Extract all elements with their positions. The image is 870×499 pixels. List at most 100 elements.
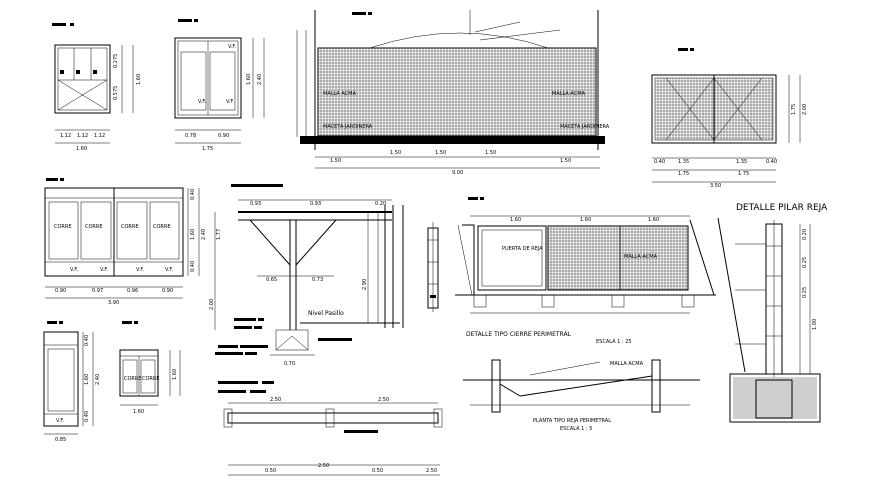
dim-w1-h2: 0.575 <box>113 86 119 100</box>
dim-w3-h2: 1.60 <box>190 229 196 240</box>
dim-w1-c: 1.12 <box>94 133 105 139</box>
top-jardinera-right: MACETA JARDINERA <box>560 124 610 130</box>
detalle-cierre-title: DETALLE TIPO CIERRE PERIMETRAL <box>466 331 572 338</box>
dim-gate-c: 1.35 <box>736 159 747 165</box>
perimeter-fence-elevation: MACETA JARDINERA MACETA JARDINERA MALLA … <box>296 10 610 176</box>
puerta-reja-label: PUERTA DE REJA <box>502 246 543 252</box>
w5-corredera-2: CORRE <box>142 376 160 382</box>
fence-mid-grid-mesh <box>548 226 688 290</box>
dim-top-d: 1.50 <box>485 150 496 156</box>
top-malla-2: MALLA ACMA <box>552 91 586 97</box>
dim-p-a: 0.20 <box>802 229 808 240</box>
dim-w3-c: 0.96 <box>127 288 138 294</box>
dim-top-e: 1.50 <box>560 158 571 164</box>
w4-vf: V.F. <box>56 418 64 424</box>
dim-c-e: 0.73 <box>312 277 323 283</box>
dim-w3-h4: 0.40 <box>190 261 196 272</box>
dim-c-top: 0.20 <box>375 201 386 207</box>
window-5-elevation: CORRE CORRE 1.60 1.60 <box>119 321 181 415</box>
dim-f-f: 2.50 <box>426 468 437 474</box>
top-malla-1: MALLA ACMA <box>323 91 357 97</box>
perimeter-fence-detail: PUERTA DE REJA MALLA ACMA 1.60 1.60 1.60… <box>455 197 716 345</box>
fence-plan: MALLA ACMA PLANTA TIPO REJA PERIMETRAL E… <box>463 359 700 432</box>
window-1-tag <box>52 23 66 26</box>
w2-vf-right: V.F. <box>226 99 234 105</box>
canopy-section: Nivel Pasillo 0.93 0.93 0.20 0.65 0.73 0… <box>209 184 404 367</box>
dim-w1-h1: 0.275 <box>113 54 119 68</box>
dim-w4-w: 0.85 <box>55 437 66 443</box>
dim-w3-h1: 0.40 <box>190 189 196 200</box>
dim-d-c: 1.60 <box>648 217 659 223</box>
top-jardinera-left: MACETA JARDINERA <box>323 124 373 130</box>
dim-gate-b: 1.35 <box>678 159 689 165</box>
window-3-elevation: CORRE CORRE CORRE CORRE V.F. V.F. V.F. V… <box>44 178 207 306</box>
planta-title: PLANTA TIPO REJA PERIMETRAL <box>533 418 611 424</box>
fence-top-grid-mesh <box>318 48 596 136</box>
w3-corredera-1: CORRE <box>54 224 72 230</box>
dim-w3-total: 3.90 <box>108 300 119 306</box>
w3-corredera-2: CORRE <box>85 224 103 230</box>
w3-corredera-4: CORRE <box>153 224 171 230</box>
w3-corredera-3: CORRE <box>121 224 139 230</box>
dim-w3-b: 0.97 <box>92 288 103 294</box>
dim-w2-a: 0.78 <box>185 133 196 139</box>
window-2-elevation: V.F. V.F. V.F. 0.78 0.90 1.75 1.60 2.40 <box>174 19 265 152</box>
dim-w1-total: 1.60 <box>76 146 87 152</box>
dim-w2-b: 0.90 <box>218 133 229 139</box>
nivel-pasillo-label: Nivel Pasillo <box>308 310 344 317</box>
dim-w2-total: 1.75 <box>202 146 213 152</box>
dim-f-a: 2.50 <box>270 397 281 403</box>
dim-top-total: 9.00 <box>452 170 463 176</box>
dim-p-b: 0.25 <box>802 257 808 268</box>
w3-vf-3: V.F. <box>136 267 144 273</box>
gate-elevation: 0.40 1.35 1.35 0.40 1.75 1.75 3.50 1.75 … <box>651 48 808 189</box>
dim-c-a: 0.93 <box>250 201 261 207</box>
dim-w1-h3: 1.60 <box>136 74 142 85</box>
dim-d-b: 1.60 <box>580 217 591 223</box>
dim-f-e: 0.50 <box>372 468 383 474</box>
post-detail <box>427 222 439 312</box>
detalle-pilar-title: DETALLE PILAR REJA <box>736 203 828 213</box>
dim-w3-a: 0.90 <box>55 288 66 294</box>
w3-vf-1: V.F. <box>70 267 78 273</box>
dim-c-c: 1.77 <box>216 229 222 240</box>
dim-c-d: 0.65 <box>266 277 277 283</box>
dim-gate-f: 1.75 <box>738 171 749 177</box>
dim-top-a: 1.50 <box>330 158 341 164</box>
dim-f-d: 2.50 <box>318 463 329 469</box>
dim-w5-w: 1.60 <box>133 409 144 415</box>
dim-w4-h2: 1.60 <box>84 374 90 385</box>
dim-w5-h1: 1.60 <box>172 369 178 380</box>
dim-gate-a: 0.40 <box>654 159 665 165</box>
dim-p-c: 0.25 <box>802 287 808 298</box>
window-1-elevation: 1.12 1.12 1.12 1.60 0.275 0.575 1.60 <box>52 23 142 152</box>
w2-vf-left: V.F. <box>198 99 206 105</box>
dim-c-b: 0.93 <box>310 201 321 207</box>
dim-c-h2: 2.00 <box>209 299 215 310</box>
dim-p-d: 1.00 <box>812 319 818 330</box>
plan-malla-label: MALLA ACMA <box>610 361 644 367</box>
dim-top-c: 1.50 <box>435 150 446 156</box>
dim-gate-e: 1.75 <box>678 171 689 177</box>
dim-gate-h1: 1.75 <box>791 104 797 115</box>
dim-top-b: 1.50 <box>390 150 401 156</box>
dim-c-h1: 2.90 <box>362 279 368 290</box>
dim-w1-b: 1.12 <box>77 133 88 139</box>
w3-vf-4: V.F. <box>165 267 173 273</box>
fence-malla-label: MALLA ACMA <box>624 254 658 260</box>
dim-w3-h3: 2.40 <box>201 229 207 240</box>
dim-f-b: 2.50 <box>378 397 389 403</box>
w3-vf-2: V.F. <box>100 267 108 273</box>
window-4-elevation: V.F. 0.85 0.40 1.60 2.40 0.40 <box>43 321 101 443</box>
dim-w2-h2: 2.40 <box>257 74 263 85</box>
w5-corredera-1: CORRE <box>124 376 142 382</box>
w2-vf-top: V.F. <box>228 44 236 50</box>
dim-w1-a: 1.12 <box>60 133 71 139</box>
dim-gate-total: 3.50 <box>710 183 721 189</box>
planta-scale: ESCALA 1 : 5 <box>560 426 592 432</box>
dim-d-a: 1.60 <box>510 217 521 223</box>
detalle-cierre-scale: ESCALA 1 : 25 <box>596 339 632 345</box>
dim-gate-d: 0.40 <box>766 159 777 165</box>
dim-gate-h2: 2.00 <box>802 104 808 115</box>
